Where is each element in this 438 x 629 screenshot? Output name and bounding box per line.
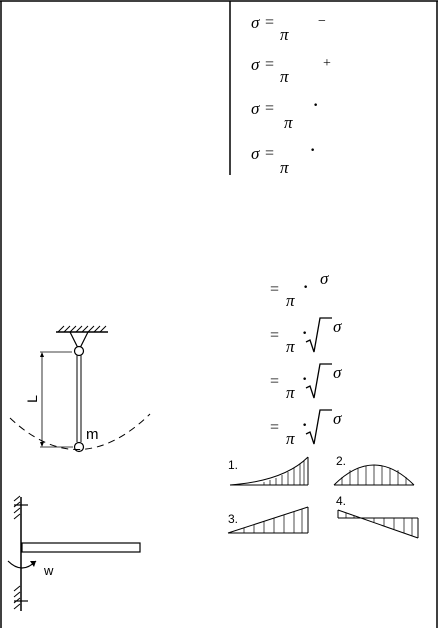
mass-label: m (86, 426, 99, 443)
equals-sign: = (265, 14, 275, 31)
equals-sign: = (270, 281, 280, 298)
operator: − (318, 14, 326, 29)
diagram-2-arch (333, 464, 415, 486)
pi-symbol: π (280, 25, 289, 44)
square-root-sign (305, 317, 332, 353)
formula-top-option-1: σ = π − (251, 13, 351, 44)
formula-right-option-4: = π · σ (270, 408, 370, 448)
horizontal-beam (21, 542, 141, 553)
diagram-3-label: 3. (228, 512, 239, 526)
length-label: L (23, 395, 40, 403)
dot-operator: · (303, 279, 309, 296)
pi-symbol: π (286, 291, 295, 310)
square-root-sign (305, 363, 332, 399)
pi-symbol: π (286, 337, 295, 356)
pi-symbol: π (286, 383, 295, 402)
distribution-diagrams: 1. 2. 3. 4. (224, 455, 424, 540)
diagram-1-label: 1. (228, 458, 239, 472)
sigma-symbol: σ (333, 317, 342, 336)
bottom-bearing-hatch (13, 585, 21, 610)
formula-top-option-3: σ = π · (251, 97, 351, 132)
square-root-sign (305, 409, 332, 445)
dot-operator: · (302, 417, 308, 434)
rotation-arrow-icon (30, 561, 36, 567)
dimension-arrow-down-icon (40, 442, 44, 447)
diagram-1-curve (229, 456, 309, 486)
dimension-arrow-up-icon (40, 352, 44, 357)
formula-top-option-4: σ = π · (251, 142, 351, 177)
equals-sign: = (270, 327, 280, 344)
rotating-beam-figure: w (0, 495, 160, 613)
ceiling-hatch (57, 325, 107, 333)
pi-symbol: π (284, 113, 293, 132)
pi-symbol: π (286, 429, 295, 448)
dot-operator: · (310, 142, 316, 159)
formula-right-option-2: = π · σ (270, 316, 370, 356)
sigma-symbol: σ (251, 144, 260, 163)
dot-operator: · (302, 371, 308, 388)
pi-symbol: π (280, 158, 289, 177)
sigma-symbol: σ (251, 55, 260, 74)
operator: + (323, 56, 331, 71)
pi-symbol: π (280, 67, 289, 86)
pendulum-drawing (9, 325, 151, 453)
sigma-symbol: σ (333, 409, 342, 428)
diagram-4-antisymmetric (337, 509, 419, 539)
dot-operator: · (302, 325, 308, 342)
pivot-joint (73, 345, 85, 357)
pendulum-bob (73, 441, 85, 453)
distribution-drawings (227, 456, 419, 539)
formula-right-option-3: = π · σ (270, 362, 370, 402)
formula-top-option-2: σ = π + (251, 55, 351, 86)
top-bearing-hatch (13, 495, 21, 520)
equals-sign: = (265, 56, 275, 73)
equals-sign: = (265, 145, 275, 162)
diagram-4-label: 4. (336, 494, 347, 508)
swing-arc (9, 413, 151, 450)
sigma-symbol: σ (251, 13, 260, 32)
formula-right-option-1: = π · σ (270, 270, 370, 310)
angular-velocity-label: w (44, 563, 54, 578)
equals-sign: = (265, 100, 275, 117)
equals-sign: = (270, 373, 280, 390)
diagram-2-label: 2. (336, 454, 347, 468)
sigma-symbol: σ (333, 363, 342, 382)
diagram-3-triangle (227, 506, 309, 534)
dot-operator: · (313, 97, 319, 114)
sigma-symbol: σ (320, 269, 329, 288)
pendulum-figure: L m (0, 318, 170, 463)
rotating-beam-drawing (7, 495, 141, 611)
equals-sign: = (270, 419, 280, 436)
sigma-symbol: σ (251, 99, 260, 118)
